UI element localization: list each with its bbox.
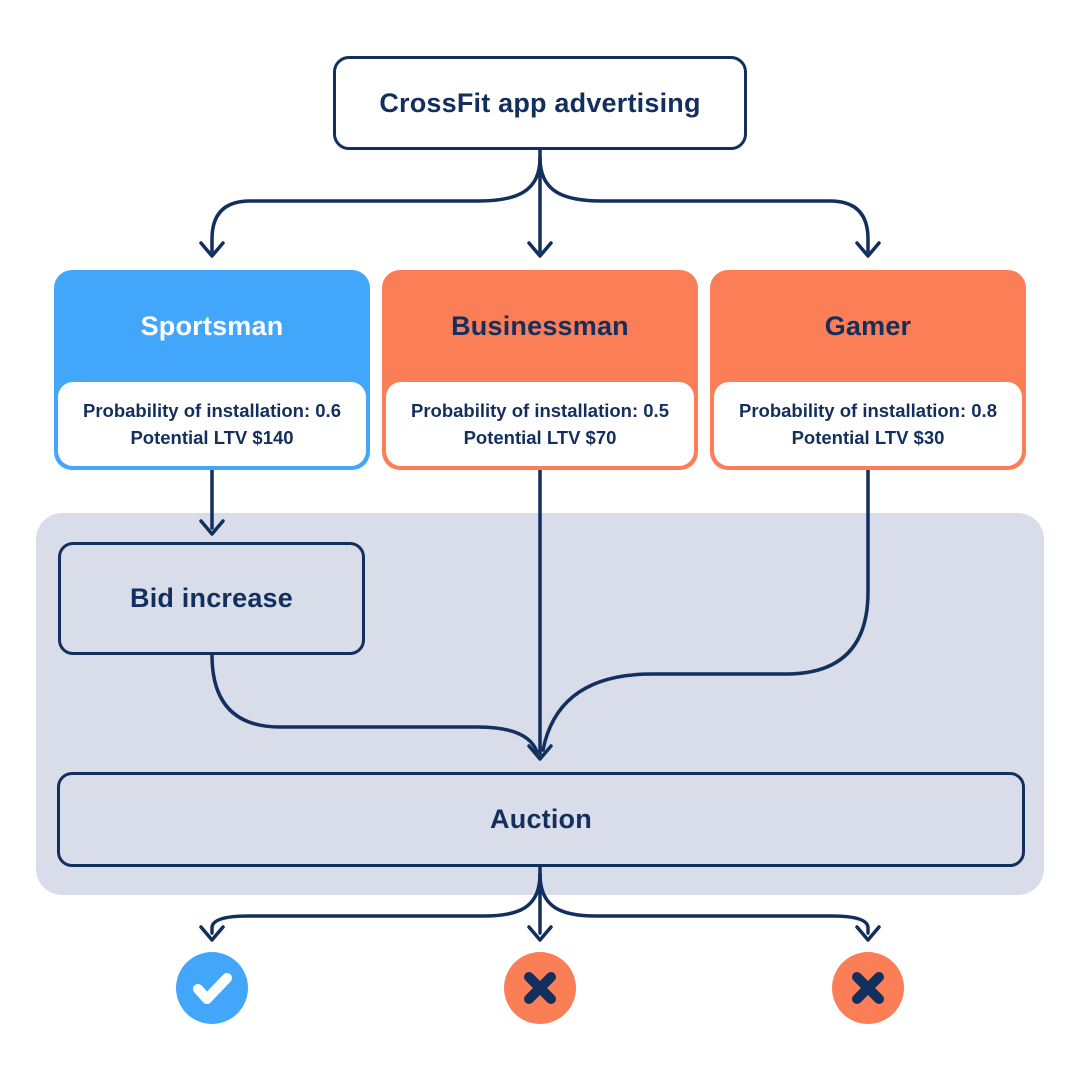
persona-stats: Probability of installation: 0.8 Potenti… — [714, 382, 1022, 466]
probability-text: Probability of installation: 0.8 — [738, 400, 997, 421]
probability-text: Probability of installation: 0.6 — [82, 400, 341, 421]
arrow-root-to-sportsman — [210, 156, 542, 253]
ltv-text: Potential LTV $70 — [463, 427, 617, 448]
arrow-auction-to-won — [210, 872, 542, 935]
arrow-gamer-to-auction — [541, 468, 870, 752]
arrowhead — [527, 241, 553, 258]
persona-card-businessman: Businessman Probability of installation:… — [382, 270, 698, 470]
bid-increase-node: Bid increase — [58, 542, 365, 655]
outcome-won-badge — [176, 952, 248, 1024]
bid-increase-label: Bid increase — [130, 583, 293, 613]
arrowhead — [855, 925, 881, 942]
ltv-text: Potential LTV $140 — [130, 427, 294, 448]
persona-name: Businessman — [451, 310, 629, 341]
auction-label: Auction — [490, 804, 592, 834]
persona-header: Gamer — [710, 270, 1026, 382]
arrowhead — [199, 241, 225, 258]
persona-card-sportsman: Sportsman Probability of installation: 0… — [54, 270, 370, 470]
root-node: CrossFit app advertising — [333, 56, 747, 150]
arrowhead — [527, 744, 553, 761]
persona-header: Businessman — [382, 270, 698, 382]
arrow-bid-to-auction — [210, 653, 539, 754]
persona-name: Sportsman — [140, 310, 284, 341]
outcome-lost-badge — [504, 952, 576, 1024]
persona-name: Gamer — [824, 310, 912, 341]
arrowhead — [199, 519, 225, 536]
probability-text: Probability of installation: 0.5 — [410, 400, 669, 421]
arrowhead — [855, 241, 881, 258]
auction-node: Auction — [57, 772, 1025, 867]
arrowhead — [527, 925, 553, 942]
persona-stats: Probability of installation: 0.5 Potenti… — [386, 382, 694, 466]
ltv-text: Potential LTV $30 — [791, 427, 945, 448]
persona-header: Sportsman — [54, 270, 370, 382]
cross-icon — [524, 972, 556, 1004]
arrowhead — [199, 925, 225, 942]
cross-icon — [852, 972, 884, 1004]
check-icon — [193, 973, 232, 1004]
persona-card-gamer: Gamer Probability of installation: 0.8 P… — [710, 270, 1026, 470]
root-title: CrossFit app advertising — [379, 87, 701, 118]
outcome-lost-badge — [832, 952, 904, 1024]
persona-stats: Probability of installation: 0.6 Potenti… — [58, 382, 366, 466]
arrow-root-to-gamer — [538, 156, 870, 253]
arrow-auction-to-lost-right — [538, 872, 870, 935]
